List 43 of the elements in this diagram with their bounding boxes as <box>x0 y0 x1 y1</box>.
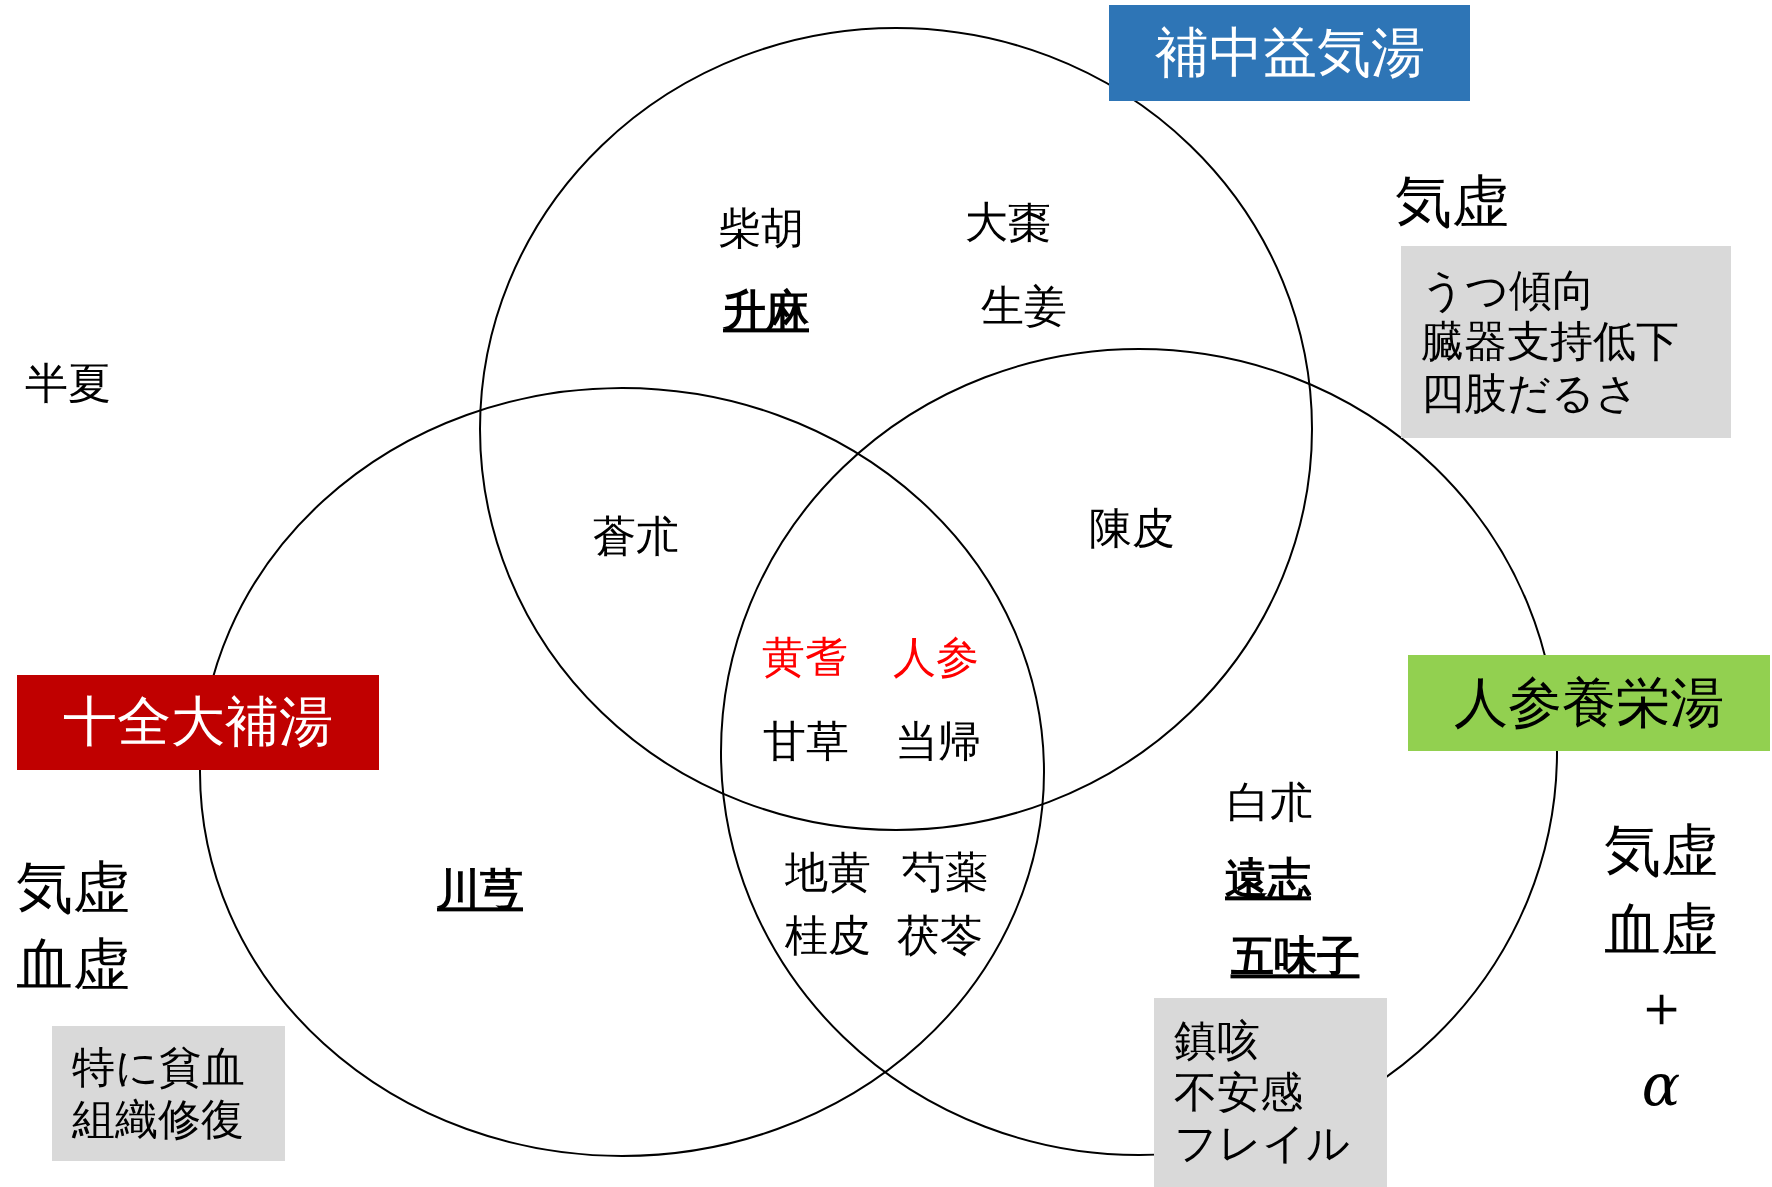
formula-name: 補中益気湯 <box>1154 20 1425 86</box>
herb-name: 甘草 <box>763 718 849 766</box>
formula-name: 人参養栄湯 <box>1454 670 1724 736</box>
herb-name: 生姜 <box>981 283 1067 331</box>
herb-name: 地黄 <box>785 849 871 897</box>
formula-name-banner <box>1408 655 1770 751</box>
herb-name: 升麻 <box>723 287 809 335</box>
herb-name: 蒼朮 <box>593 513 679 561</box>
note-box <box>52 1026 285 1161</box>
herb-name: 当帰 <box>895 718 981 766</box>
note-box <box>1154 998 1387 1187</box>
herb-name: 白朮 <box>1227 779 1313 827</box>
note-text: 組織修復 <box>72 1093 244 1146</box>
condition-label: 気虚 <box>16 855 130 919</box>
herb-name: 陳皮 <box>1089 505 1175 553</box>
herb-name: 柴胡 <box>718 205 804 253</box>
note-text: うつ傾向 <box>1421 264 1595 317</box>
formula-name-banner <box>17 675 379 770</box>
note-text: フレイル <box>1174 1118 1350 1170</box>
note-text: 四肢だるさ <box>1421 367 1639 420</box>
condition-label: 血虚 <box>16 932 130 996</box>
note-text: 臓器支持低下 <box>1421 316 1679 368</box>
note-text: 不安感 <box>1174 1066 1303 1119</box>
herb-name: 川芎 <box>437 866 523 914</box>
herb-name: 半夏 <box>25 360 111 408</box>
condition-label: 血虚 <box>1604 897 1718 961</box>
herb-name: 茯苓 <box>897 912 983 960</box>
condition-label: α <box>1641 1053 1681 1117</box>
note-text: 鎮咳 <box>1174 1015 1260 1067</box>
condition-label: ＋ <box>1632 974 1690 1038</box>
herb-name: 桂皮 <box>785 912 871 960</box>
herb-name: 黄耆 <box>762 634 848 682</box>
herb-name: 五味子 <box>1230 933 1360 981</box>
formula-name: 十全大補湯 <box>63 690 333 755</box>
herb-name: 芍薬 <box>902 849 988 897</box>
note-text: 特に貧血 <box>72 1041 245 1094</box>
formula-name-banner <box>1109 5 1470 101</box>
note-box <box>1401 246 1731 438</box>
herb-name: 人参 <box>893 634 979 682</box>
herb-name: 遠志 <box>1225 855 1311 903</box>
condition-label: 気虚 <box>1604 818 1718 882</box>
herb-name: 大棗 <box>965 199 1051 247</box>
condition-label: 気虚 <box>1395 169 1509 233</box>
